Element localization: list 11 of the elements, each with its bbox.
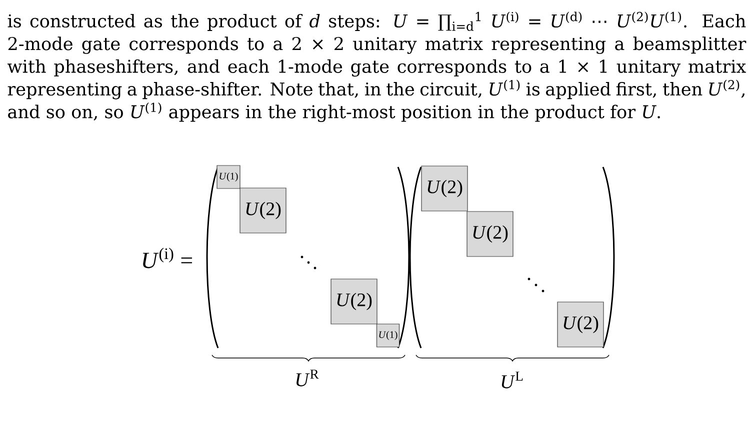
brace-label: U$^{R}$: [296, 370, 319, 386]
matrix-block: U(1): [376, 324, 400, 348]
equation-text: U$^{(i)}$ =: [142, 248, 192, 268]
matrix-block: U(2): [466, 211, 514, 257]
matrix-block: U(2): [330, 278, 378, 324]
paragraph: is constructed as the product of d steps: U = ∏$_{i=d}$$^{1}$ U$^{(i)}$ = U$^{(d)}$ ⋯ U$^{(2)}$U$^{(1)}$. Each 2-mode gate corresponds to a 2 × 2 unitary matrix representing a beamsplitter with phaseshifters, and each 1-mode gate corresponds to a 1 × 1 unitary matrix representing a phase-shifter. Note that, in the circuit, U$^{(1)}$ is applied first, then U$^{(2)}$, and so on, so U$^{(1)}$ appears in the right-most position in the product for U.: [7, 12, 746, 122]
matrix-block: U(1): [216, 165, 240, 189]
matrix-block: U(2): [240, 188, 286, 234]
brace-label: U$^{L}$: [502, 372, 523, 388]
matrix-block: U(2): [421, 166, 468, 212]
matrix-block: U(2): [557, 302, 604, 348]
